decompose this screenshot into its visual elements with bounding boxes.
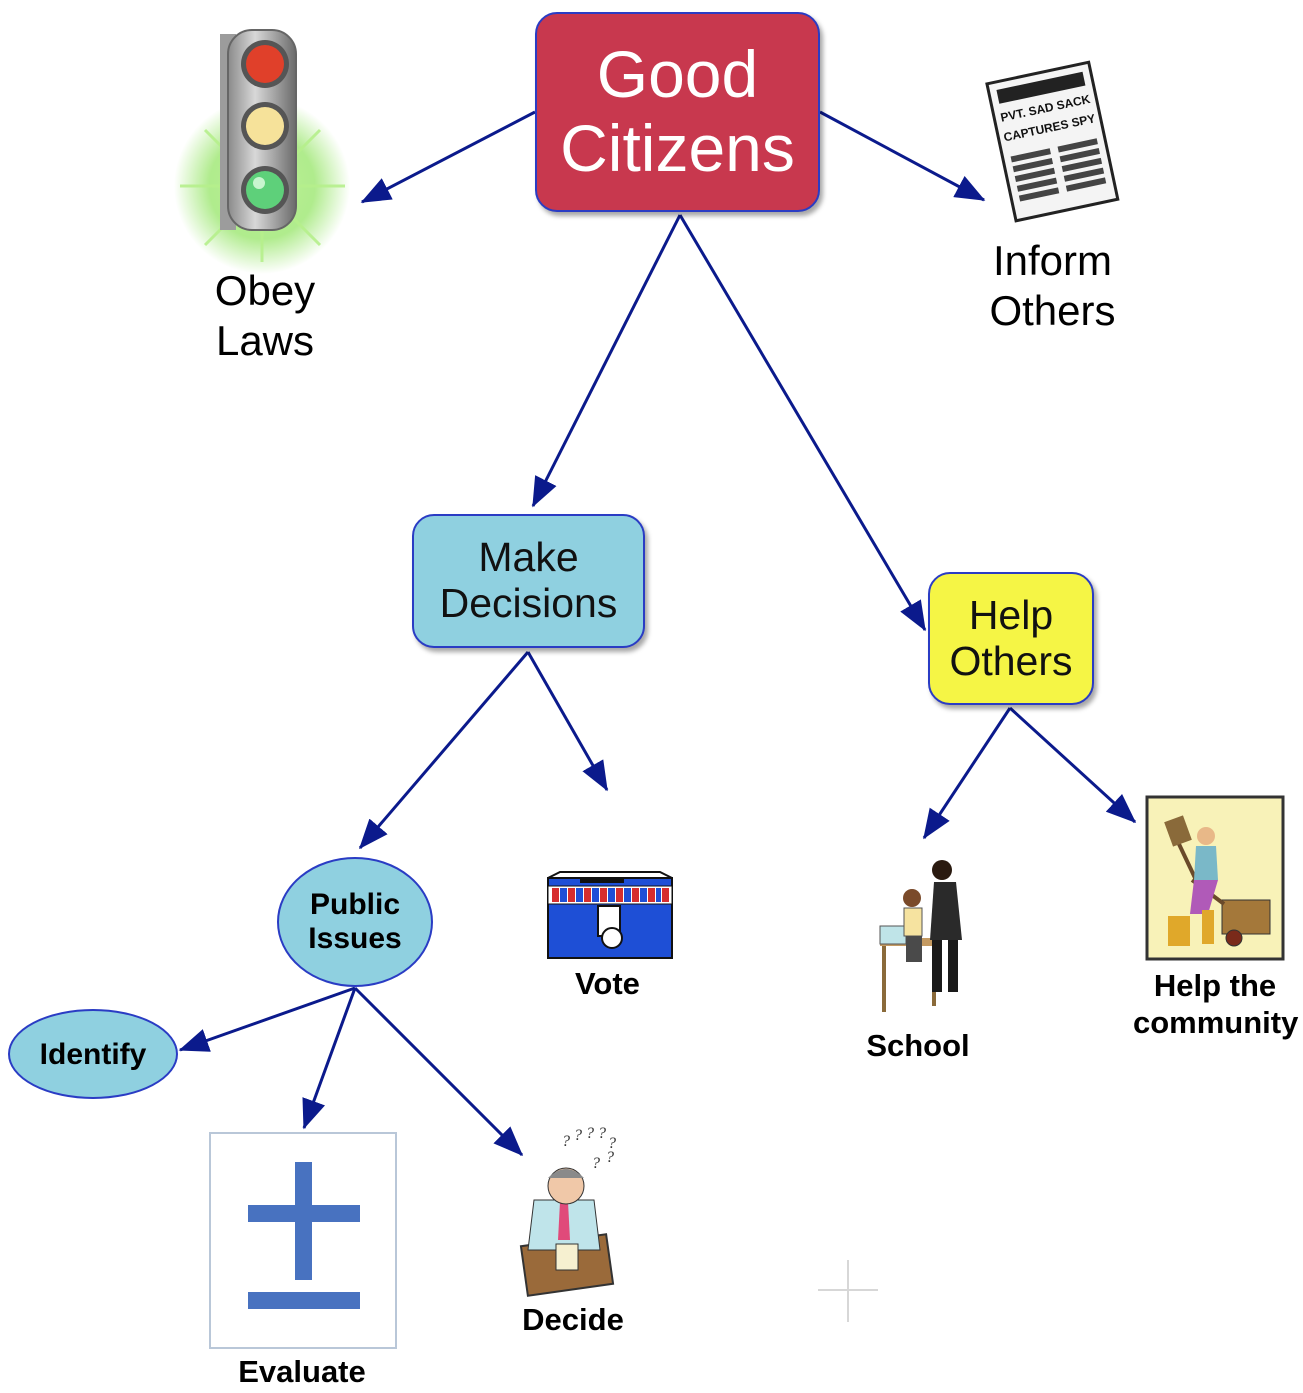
node-identify[interactable]: Identify xyxy=(10,1012,176,1098)
worker-cart-icon xyxy=(1145,795,1285,961)
svg-text:?: ? xyxy=(586,1125,594,1142)
arrow-to-school xyxy=(922,707,1012,840)
obey-laws-line2: Laws xyxy=(215,316,315,364)
arrow-to-public-issues xyxy=(358,651,530,850)
label-obey-laws: Obey Laws xyxy=(185,266,345,365)
thinking-person-icon: ???? ??? xyxy=(519,1125,616,1297)
node-make-decisions[interactable]: Make Decisions xyxy=(412,514,645,648)
connections xyxy=(178,110,1137,1157)
make-decisions-line1: Make xyxy=(478,534,579,581)
obey-laws-line1: Obey xyxy=(214,267,316,314)
decide-label: Decide xyxy=(522,1302,624,1337)
inform-others-line1: Inform xyxy=(992,237,1113,284)
arrow-to-inform-others xyxy=(819,110,986,202)
node-good-citizens[interactable]: Good Citizens xyxy=(535,12,820,212)
svg-text:?: ? xyxy=(606,1149,614,1166)
traffic-light-icon xyxy=(174,29,350,274)
ballot-box-icon xyxy=(547,871,673,959)
node-help-others[interactable]: Help Others xyxy=(928,572,1094,705)
evaluate-label: Evaluate xyxy=(238,1354,366,1389)
plus-minus-icon xyxy=(209,1132,397,1349)
label-vote: Vote xyxy=(555,966,660,1003)
identify-label: Identify xyxy=(39,1038,147,1072)
arrow-to-help-community xyxy=(1008,706,1137,824)
inform-others-line2: Others xyxy=(989,286,1116,334)
good-citizens-line2: Citizens xyxy=(560,111,795,185)
help-community-line2: community xyxy=(1133,1004,1299,1040)
help-community-line1: Help the xyxy=(1153,968,1277,1003)
arrow-to-make-decisions xyxy=(531,214,682,508)
help-others-line1: Help xyxy=(968,591,1054,638)
crosshair-cursor-icon xyxy=(818,1260,878,1322)
public-issues-shape xyxy=(277,857,433,987)
label-decide: Decide xyxy=(508,1302,638,1339)
arrow-to-identify xyxy=(178,986,356,1052)
teacher-student-icon xyxy=(879,860,962,1012)
make-decisions-line2: Decisions xyxy=(439,580,618,626)
svg-text:?: ? xyxy=(608,1135,616,1152)
public-issues-line2: Issues xyxy=(308,922,402,955)
svg-text:?: ? xyxy=(598,1125,606,1142)
arrow-to-vote xyxy=(526,651,609,792)
label-school: School xyxy=(848,1028,988,1065)
arrow-to-evaluate xyxy=(302,987,357,1130)
svg-text:?: ? xyxy=(562,1133,570,1150)
label-help-community: Help the community xyxy=(1133,968,1299,1041)
label-inform-others: Inform Others xyxy=(965,236,1140,335)
svg-text:?: ? xyxy=(574,1127,582,1144)
node-public-issues[interactable]: Public Issues xyxy=(278,860,432,984)
public-issues-line1: Public xyxy=(309,888,400,922)
vote-label: Vote xyxy=(575,966,640,1001)
label-evaluate: Evaluate xyxy=(222,1354,382,1391)
identify-shape xyxy=(8,1009,178,1099)
school-label: School xyxy=(866,1028,970,1063)
newspaper-icon: PVT. SAD SACK CAPTURES SPY xyxy=(985,60,1120,223)
good-citizens-line1: Good xyxy=(596,37,759,112)
arrow-to-help-others xyxy=(678,214,927,632)
svg-text:?: ? xyxy=(592,1155,600,1172)
help-others-line2: Others xyxy=(949,637,1073,684)
arrow-to-decide xyxy=(353,986,524,1157)
arrow-to-obey-laws xyxy=(360,110,536,204)
